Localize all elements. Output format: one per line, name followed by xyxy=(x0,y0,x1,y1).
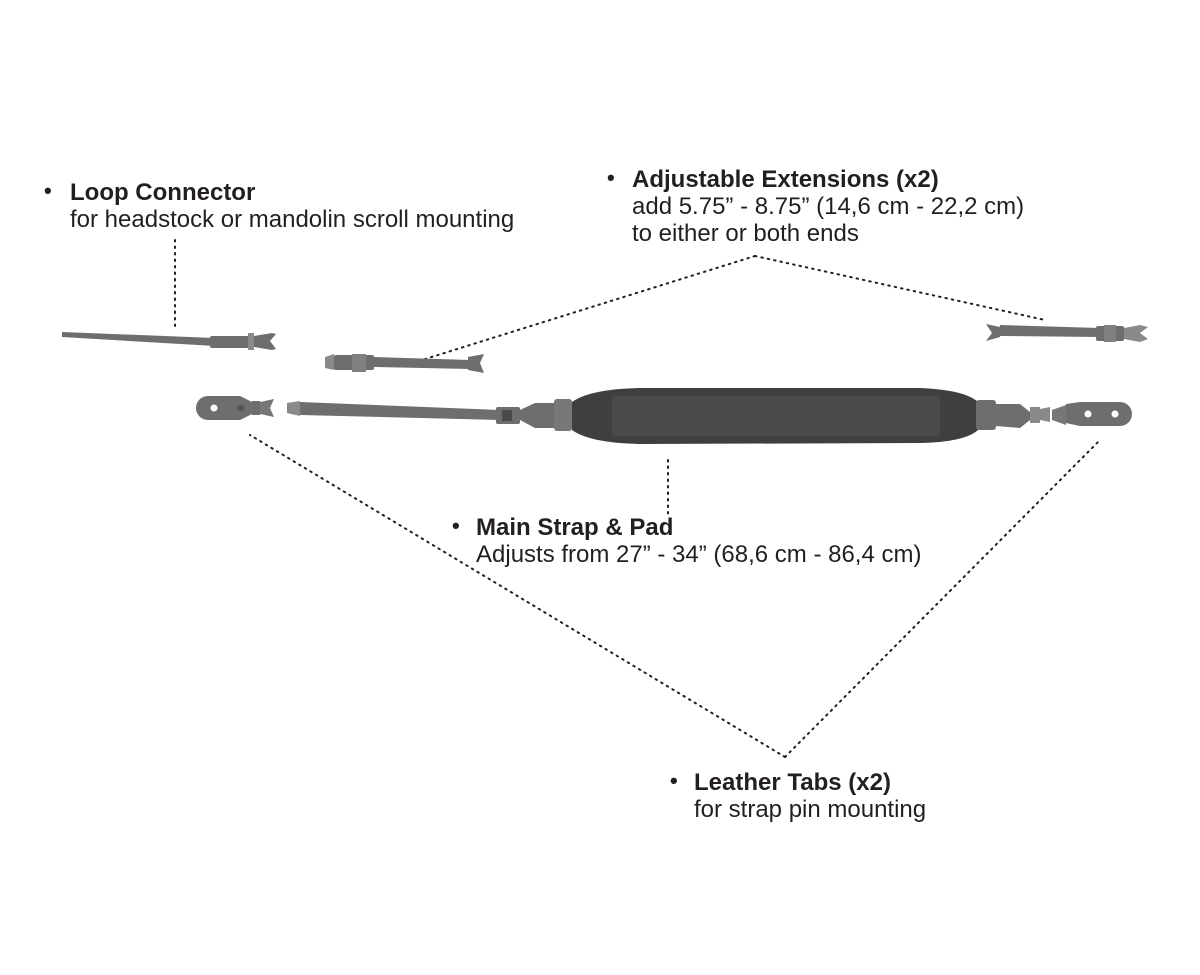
bullet-extensions: • xyxy=(607,165,615,190)
main-strap xyxy=(287,388,1050,444)
leader-extension-left xyxy=(421,255,756,361)
callout-text: to either or both ends xyxy=(632,220,859,247)
callout-text: Adjusts from 27” - 34” (68,6 cm - 86,4 c… xyxy=(476,541,922,568)
leader-tab-right xyxy=(784,439,1101,758)
callout-extensions: Adjustable Extensions (x2) add 5.75” - 8… xyxy=(632,166,1024,247)
extension-right xyxy=(986,324,1148,342)
callout-title: Main Strap & Pad xyxy=(476,514,674,541)
bullet-loop-connector: • xyxy=(44,178,52,203)
leather-tab-right xyxy=(1052,402,1132,426)
callout-text: add 5.75” - 8.75” (14,6 cm - 22,2 cm) xyxy=(632,193,1025,220)
bullet-leather-tabs: • xyxy=(670,768,678,793)
callout-main-strap: Main Strap & Pad Adjusts from 27” - 34” … xyxy=(476,514,921,568)
callout-loop-connector: Loop Connector for headstock or mandolin… xyxy=(70,179,514,233)
loop-connector xyxy=(62,332,276,350)
leather-tab-left xyxy=(196,396,274,420)
callout-text: for headstock or mandolin scroll mountin… xyxy=(70,206,515,233)
callout-title: Adjustable Extensions (x2) xyxy=(632,166,939,193)
leader-tab-left xyxy=(249,434,786,758)
leader-extension-right xyxy=(754,255,1046,321)
callout-title: Leather Tabs (x2) xyxy=(694,769,891,796)
bullet-main-strap: • xyxy=(452,513,460,538)
callout-text: for strap pin mounting xyxy=(694,796,927,823)
callout-title: Loop Connector xyxy=(70,179,256,206)
extension-left xyxy=(325,354,484,373)
callout-leather-tabs: Leather Tabs (x2) for strap pin mounting xyxy=(694,769,926,823)
